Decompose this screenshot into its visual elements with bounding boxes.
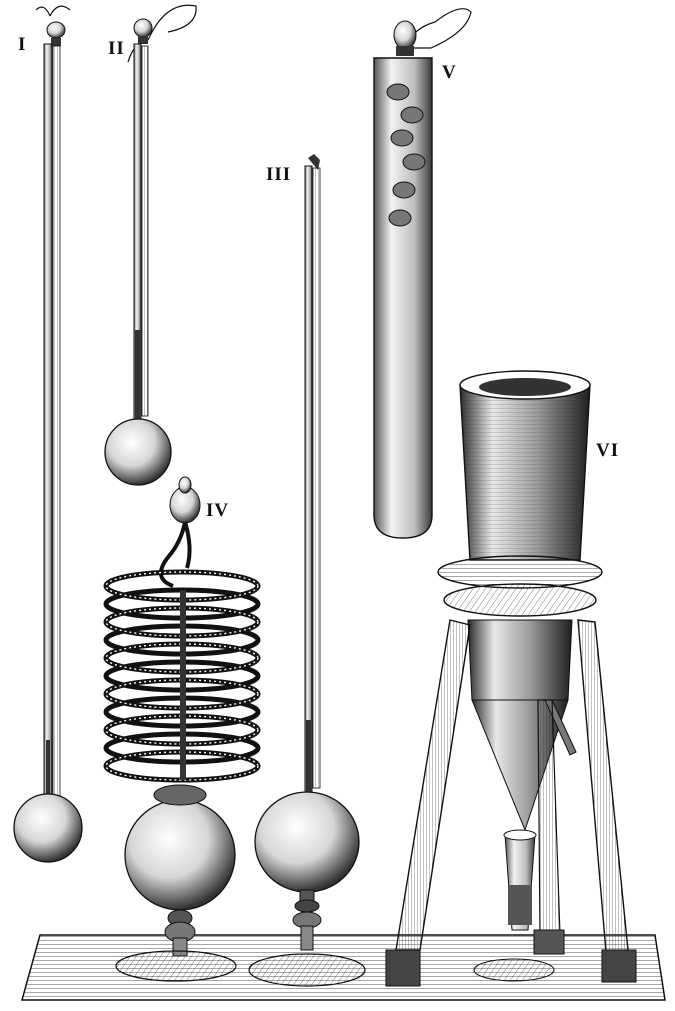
label-i: I	[18, 34, 27, 55]
label-iii: III	[266, 164, 292, 185]
spiral-thermometer-iv	[103, 476, 261, 982]
thermometer-iii	[248, 154, 366, 987]
thermometer-ii	[104, 4, 197, 486]
label-vi: VI	[596, 440, 620, 461]
thermometer-i	[13, 5, 83, 863]
tripod-vessel-vi	[385, 370, 637, 987]
label-ii: II	[108, 38, 125, 59]
label-v: V	[442, 62, 457, 83]
label-iv: IV	[206, 500, 230, 521]
bead-tube-v	[373, 8, 472, 539]
